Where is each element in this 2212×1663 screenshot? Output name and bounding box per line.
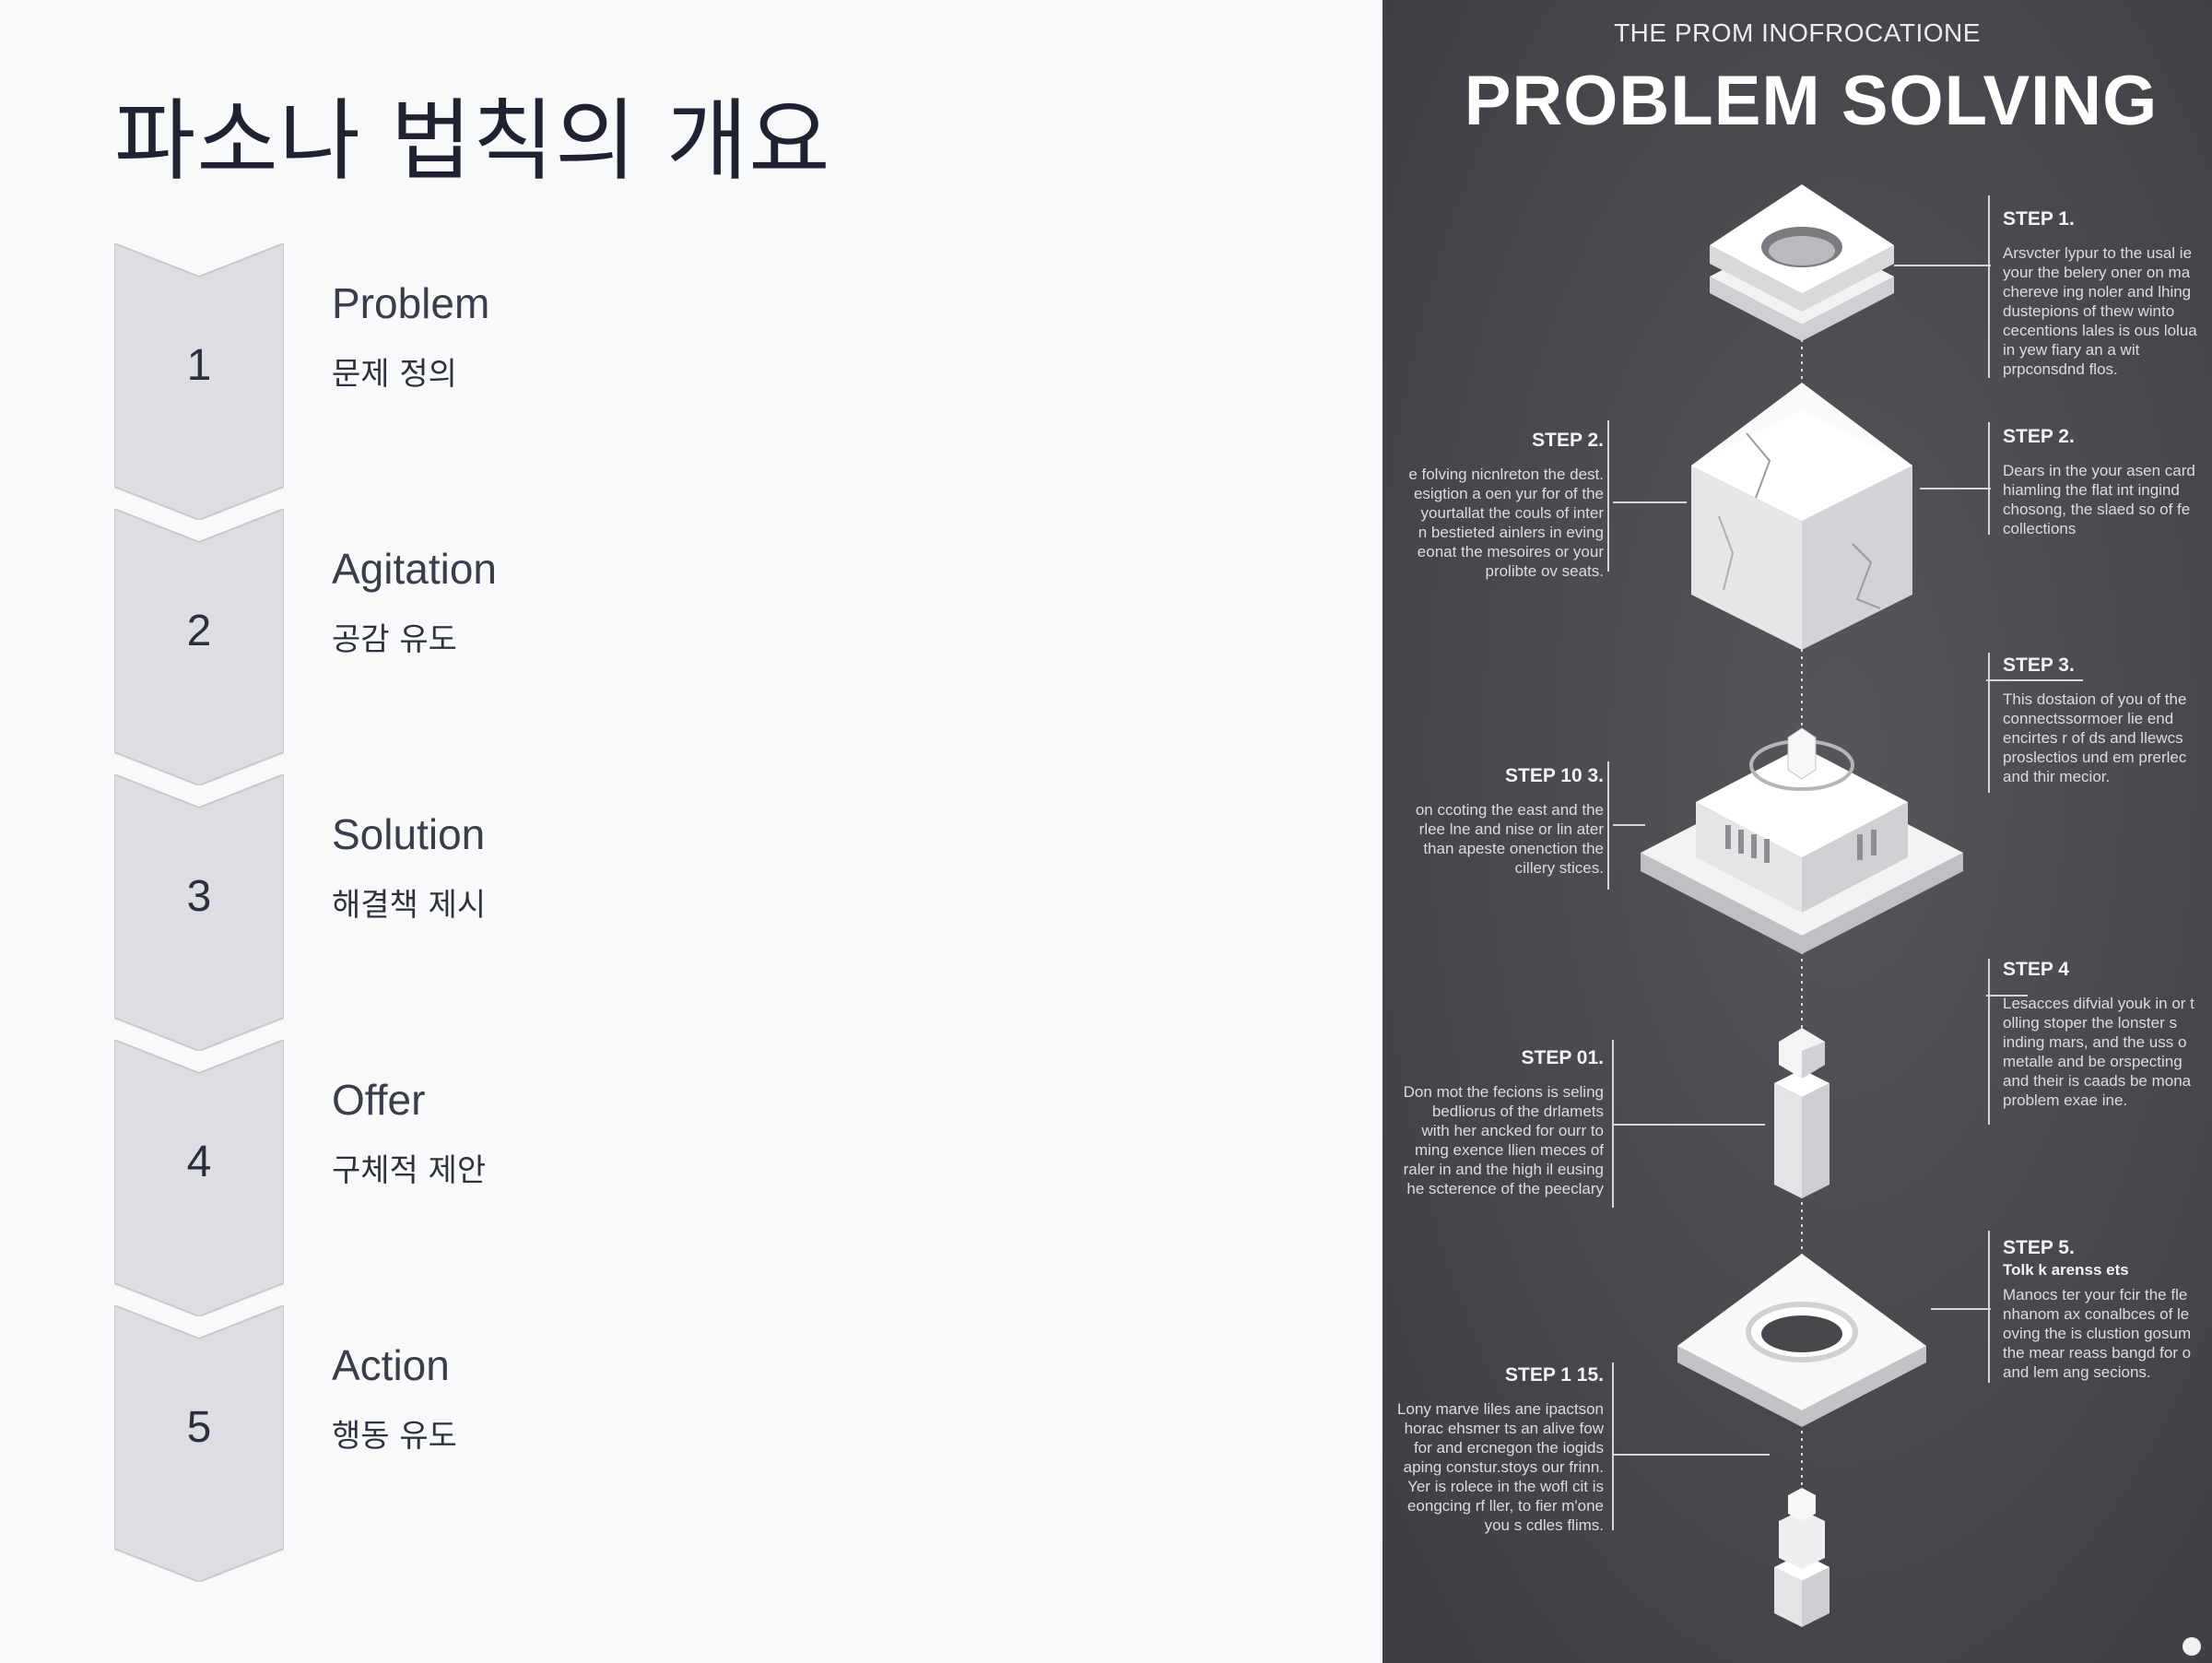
step-subtitle: 해결책 제시 xyxy=(332,887,487,924)
infographic-label-l3: STEP 01. Don mot the fecions is seling b… xyxy=(1382,1047,1604,1198)
step-number: 1 xyxy=(186,341,212,390)
label-body: e folving nicnlreton the dest. esigtion … xyxy=(1408,466,1604,580)
label-title: STEP 5. xyxy=(2003,1237,2075,1258)
label-body: Lony marve liles ane ipactson horac ehsm… xyxy=(1397,1400,1604,1534)
label-title: STEP 2. xyxy=(2003,426,2075,447)
step-title: Agitation xyxy=(332,545,498,593)
step-subtitle: 공감 유도 xyxy=(332,621,457,658)
ring-plate-object xyxy=(1677,1254,1926,1427)
step-number: 2 xyxy=(186,607,212,655)
step-item-action: 5 Action 행동 유도 xyxy=(114,1305,1312,1582)
infographic-label-r2: STEP 2. Dears in the your asen card hiam… xyxy=(2003,426,2210,538)
step-title: Solution xyxy=(332,810,486,858)
label-body: Arsvcter lypur to the usal ie your the b… xyxy=(2003,244,2197,378)
label-subtitle: Tolk k arenss ets xyxy=(2003,1261,2129,1279)
label-title: STEP 1 15. xyxy=(1504,1364,1604,1386)
label-body: Manocs ter your fcir the fle nhanom ax c… xyxy=(2003,1286,2192,1381)
building-platform-object xyxy=(1641,727,1963,954)
step-subtitle: 문제 정의 xyxy=(332,356,457,393)
infographic-heading: PROBLEM SOLVING xyxy=(1464,62,2159,140)
label-title: STEP 4 xyxy=(2003,959,2069,980)
label-body: This dostaion of you of the connectssorm… xyxy=(2003,690,2187,785)
step-item-agitation: 2 Agitation 공감 유도 xyxy=(114,509,1312,785)
step-item-offer: 4 Offer 구체적 제안 xyxy=(114,1040,1312,1316)
chevron-marker xyxy=(114,509,284,785)
chevron-marker xyxy=(114,1305,284,1582)
infographic-label-l4: STEP 1 15. Lony marve liles ane ipactson… xyxy=(1382,1364,1604,1535)
label-title: STEP 2. xyxy=(1532,430,1604,451)
stacked-plate-object xyxy=(1710,184,1894,341)
pillar-object xyxy=(1774,1028,1830,1198)
step-title: Offer xyxy=(332,1076,426,1124)
stacked-blocks-object xyxy=(1774,1488,1830,1627)
infographic-label-l2: STEP 10 3. on ccoting the east and the r… xyxy=(1382,765,1604,878)
infographic-artwork xyxy=(1382,0,2212,1663)
chevron-marker xyxy=(114,1040,284,1316)
label-title: STEP 3. xyxy=(2003,655,2075,676)
step-title: Action xyxy=(332,1341,450,1389)
chevron-marker xyxy=(114,243,284,520)
label-body: Don mot the fecions is seling bedliorus … xyxy=(1403,1083,1604,1197)
infographic-label-r5: STEP 5. Tolk k arenss ets Manocs ter you… xyxy=(2003,1237,2210,1382)
step-title: Problem xyxy=(332,279,490,327)
label-title: STEP 01. xyxy=(1521,1047,1605,1068)
label-title: STEP 1. xyxy=(2003,208,2075,230)
page-title: 파소나 법칙의 개요 xyxy=(114,89,831,193)
chevron-marker xyxy=(114,774,284,1051)
step-subtitle: 행동 유도 xyxy=(332,1418,457,1455)
label-body: Dears in the your asen card hiamling the… xyxy=(2003,462,2195,537)
problem-solving-infographic: THE PROM INOFROCATIONE PROBLEM SOLVING S… xyxy=(1382,0,2212,1663)
label-body: on ccoting the east and the rlee lne and… xyxy=(1415,801,1604,877)
step-number: 5 xyxy=(186,1403,212,1452)
infographic-label-l1: STEP 2. e folving nicnlreton the dest. e… xyxy=(1382,430,1604,581)
step-number: 4 xyxy=(186,1138,212,1186)
infographic-label-r3: STEP 3. This dostaion of you of the conn… xyxy=(2003,655,2210,786)
step-item-solution: 3 Solution 해결책 제시 xyxy=(114,774,1312,1051)
infographic-label-r1: STEP 1. Arsvcter lypur to the usal ie yo… xyxy=(2003,208,2210,379)
step-item-problem: 1 Problem 문제 정의 xyxy=(114,243,1312,520)
label-title: STEP 10 3. xyxy=(1504,765,1604,786)
infographic-kicker: THE PROM INOFROCATIONE xyxy=(1614,18,1981,47)
cracked-cube-object xyxy=(1691,383,1912,650)
infographic-label-r4: STEP 4 Lesacces difvial youk in or t oll… xyxy=(2003,959,2210,1110)
label-body: Lesacces difvial youk in or t olling sto… xyxy=(2003,995,2194,1109)
step-number: 3 xyxy=(186,872,212,921)
step-subtitle: 구체적 제안 xyxy=(332,1152,487,1189)
